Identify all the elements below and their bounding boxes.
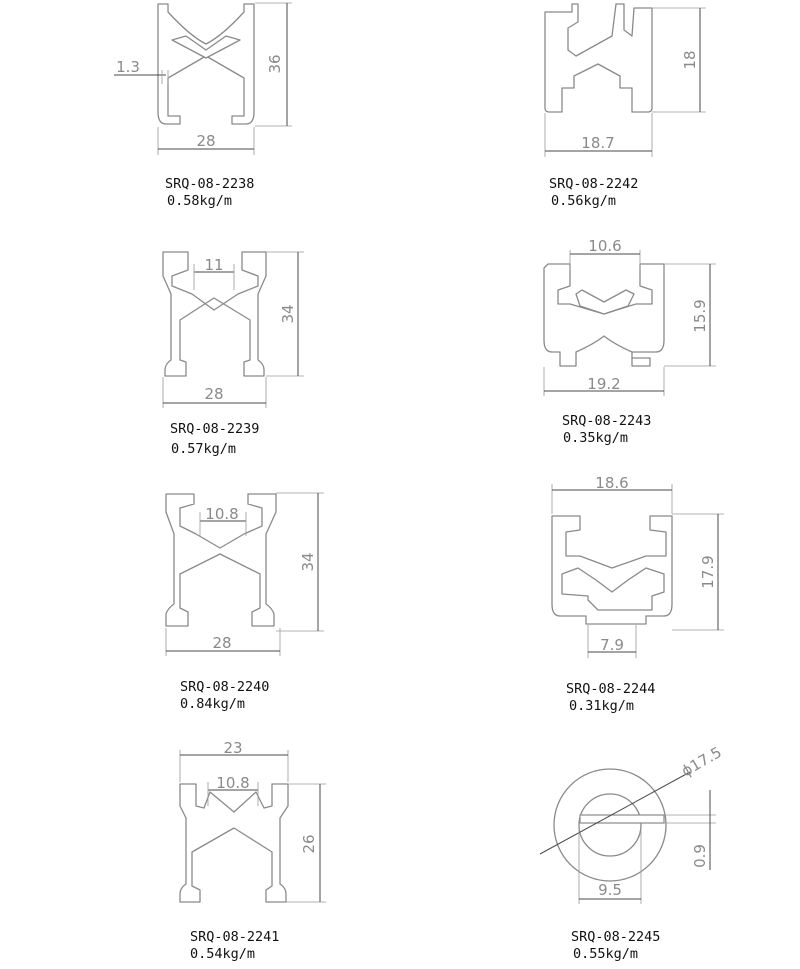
part-number-2238: SRQ-08-2238 xyxy=(165,176,255,192)
profile-drawing-2242: 18 18.7 xyxy=(544,3,706,157)
dim-width-2244: 18.6 xyxy=(595,474,628,492)
dim-height-2238: 36 xyxy=(266,54,284,73)
profile-outline-2238 xyxy=(157,3,255,125)
profile-outline-2240 xyxy=(165,493,277,627)
part-number-2245: SRQ-08-2245 xyxy=(571,929,661,945)
dim-width-2243: 19.2 xyxy=(587,375,620,393)
dim-height-2242: 18 xyxy=(681,50,699,69)
dim-bore-2245: 9.5 xyxy=(598,881,622,899)
profile-outline-2243 xyxy=(543,263,665,367)
profile-outline-2242 xyxy=(544,3,653,113)
profile-drawing-2241: 23 10.8 26 xyxy=(179,739,326,903)
profile-drawing-2240: 10.8 34 28 xyxy=(165,492,324,656)
ring-inner-2245 xyxy=(578,793,642,857)
part-number-2243: SRQ-08-2243 xyxy=(562,413,652,429)
part-number-2241: SRQ-08-2241 xyxy=(190,929,280,945)
dim-height-2244: 17.9 xyxy=(699,555,717,588)
dim-width-2242: 18.7 xyxy=(581,134,614,152)
profile-outline-2241 xyxy=(179,783,289,903)
profile-drawing-2238: 36 28 1.3 xyxy=(114,2,292,155)
weight-2240: 0.84kg/m xyxy=(180,696,246,712)
profile-drawing-2243: 10.6 15.9 19.2 xyxy=(543,237,716,396)
part-number-2239: SRQ-08-2239 xyxy=(170,421,260,437)
part-number-2244: SRQ-08-2244 xyxy=(566,681,656,697)
dim-diameter-2245: ϕ17.5 xyxy=(678,743,724,780)
dim-width-2240: 28 xyxy=(212,634,231,652)
profile-drawing-2239: 34 28 11 xyxy=(162,251,304,408)
ring-slot-2245 xyxy=(579,814,665,824)
profile-inner-2243 xyxy=(575,289,635,315)
dim-width-2238: 28 xyxy=(196,132,215,150)
profile-outline-2239 xyxy=(162,251,267,377)
dim-height-2239: 34 xyxy=(279,304,297,323)
weight-2243: 0.35kg/m xyxy=(563,430,629,446)
profile-drawing-2244: 18.6 17.9 7.9 xyxy=(551,474,724,658)
dim-slot-2244: 7.9 xyxy=(600,636,624,654)
dim-slot-2243: 10.6 xyxy=(588,237,621,255)
weight-2245: 0.55kg/m xyxy=(573,946,639,962)
weight-2242: 0.56kg/m xyxy=(551,193,617,209)
profile-inner-2238 xyxy=(171,35,241,59)
dim-slot-2240: 10.8 xyxy=(205,505,238,523)
weight-2241: 0.54kg/m xyxy=(190,946,256,962)
profile-inner-2244 xyxy=(561,567,665,611)
dim-height-2243: 15.9 xyxy=(691,299,709,332)
dim-slot-2239: 11 xyxy=(204,256,223,274)
weight-2238: 0.58kg/m xyxy=(167,193,233,209)
weight-2239: 0.57kg/m xyxy=(171,441,237,457)
dim-height-2240: 34 xyxy=(299,552,317,571)
profile-drawing-2245: ϕ17.5 0.9 9.5 xyxy=(539,743,725,904)
dim-wall-2238: 1.3 xyxy=(116,58,140,76)
dim-height-2241: 26 xyxy=(300,834,318,853)
dim-slot-2245: 0.9 xyxy=(691,844,709,868)
part-number-2242: SRQ-08-2242 xyxy=(549,176,639,192)
part-number-2240: SRQ-08-2240 xyxy=(180,679,270,695)
dim-slot-2241: 10.8 xyxy=(216,774,249,792)
dim-width-2239: 28 xyxy=(204,385,223,403)
dim-width-2241: 23 xyxy=(223,739,242,757)
weight-2244: 0.31kg/m xyxy=(569,698,635,714)
